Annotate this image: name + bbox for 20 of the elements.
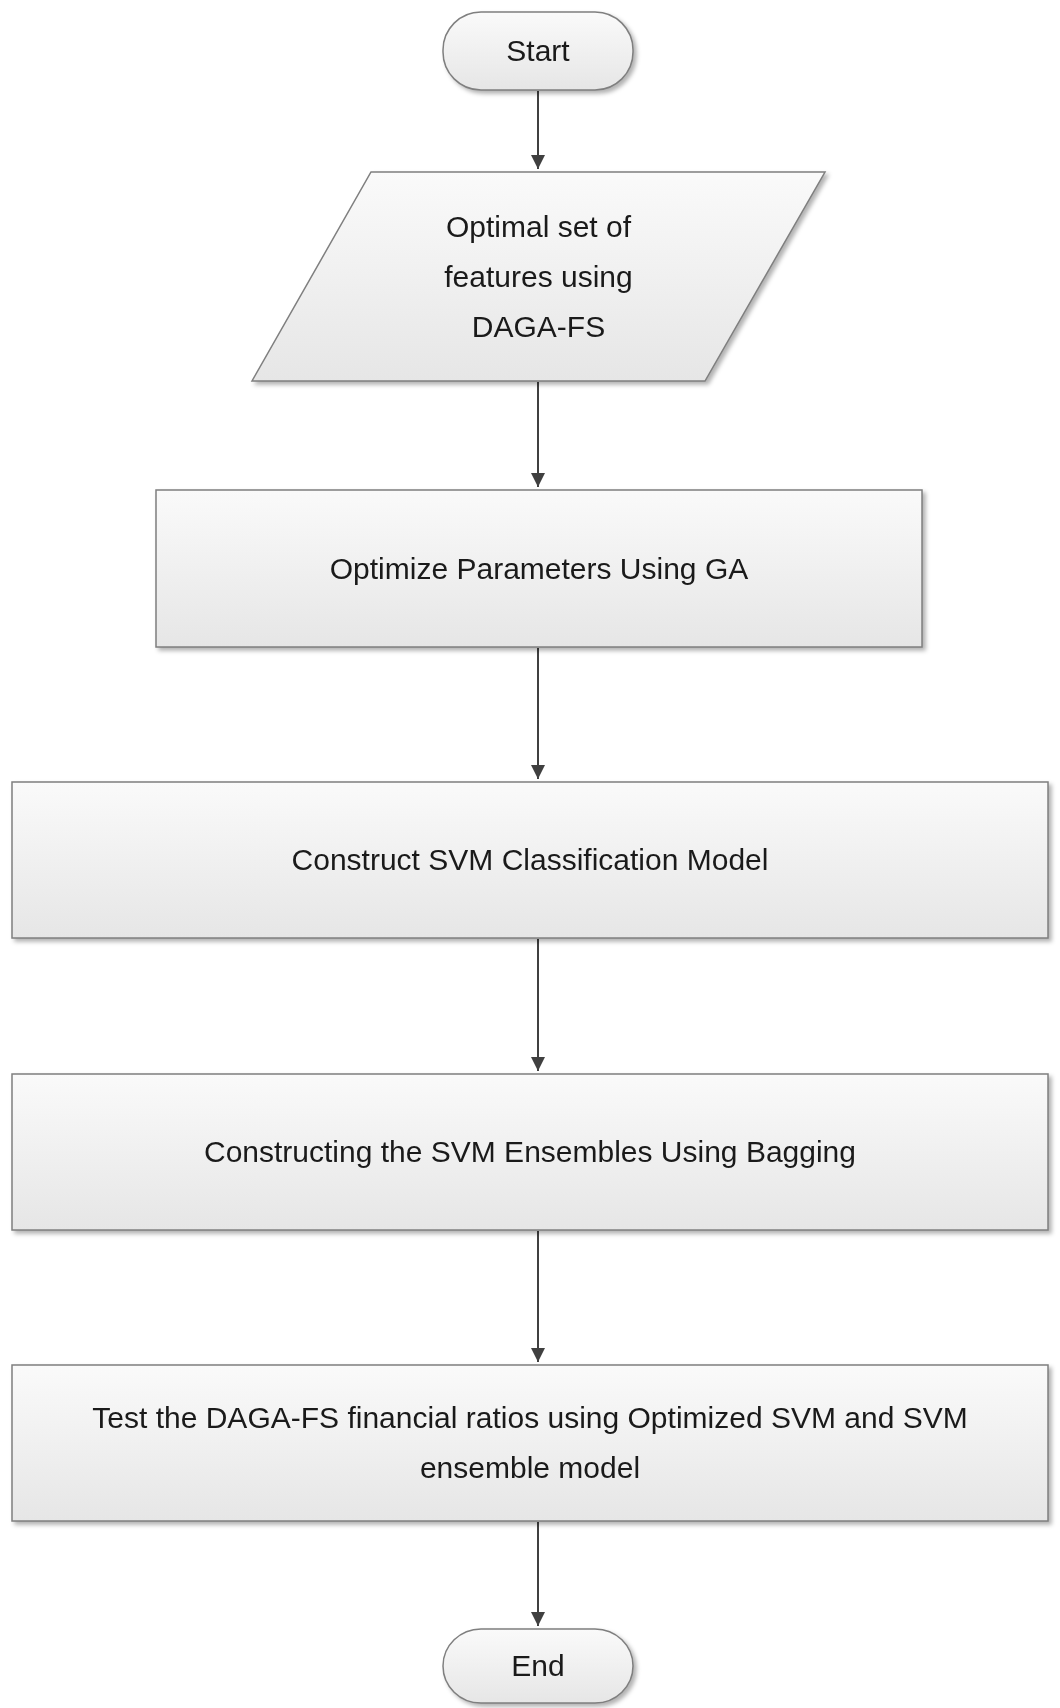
process-box <box>11 781 1049 939</box>
process-box <box>11 1073 1049 1231</box>
terminal-shape <box>442 1628 634 1704</box>
data-parallelogram <box>251 171 826 382</box>
arrow <box>531 1230 545 1363</box>
process-box <box>155 489 923 648</box>
step-label: Construct SVM Classification Model <box>291 842 769 878</box>
step-label: End <box>511 1648 565 1684</box>
step-label: Constructing the SVM Ensembles Using Bagging <box>204 1134 856 1170</box>
terminal-shape <box>442 11 634 91</box>
step-label: Start <box>506 33 570 69</box>
process-box <box>11 1364 1049 1522</box>
arrow <box>531 647 545 780</box>
step-label: Optimal set of features using DAGA-FS <box>443 208 634 345</box>
arrow <box>531 1521 545 1627</box>
arrow <box>531 381 545 488</box>
step-label: Test the DAGA-FS financial ratios using Optimized SVM and SVM ensemble model <box>91 1400 969 1486</box>
step-label: Optimize Parameters Using GA <box>329 550 749 587</box>
arrow <box>531 90 545 170</box>
arrow <box>531 938 545 1072</box>
